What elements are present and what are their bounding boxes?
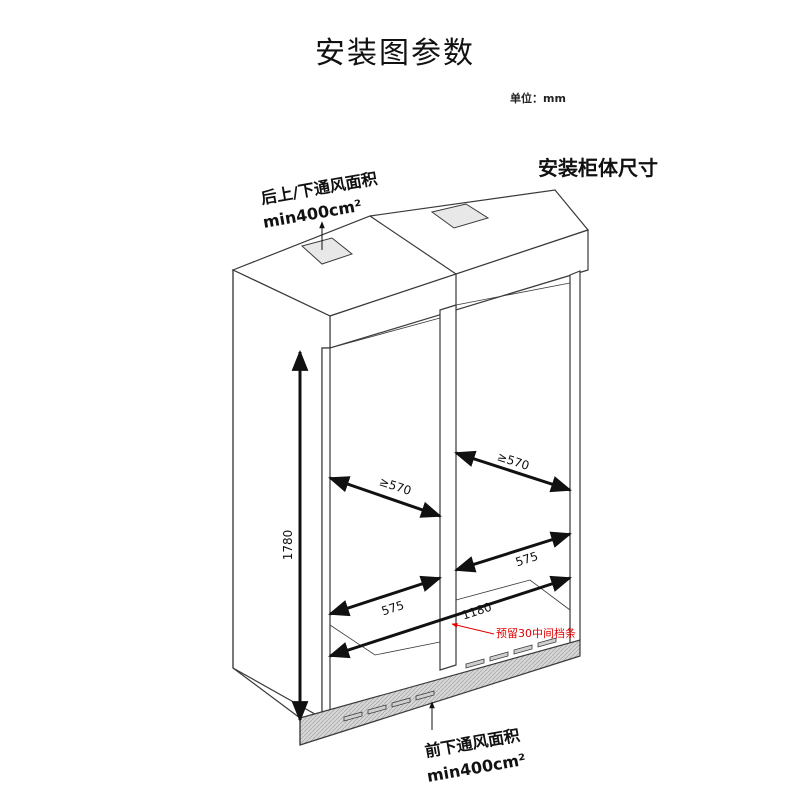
height-label: 1780 [281, 530, 295, 561]
diagram-subtitle: 安装柜体尺寸 [538, 156, 658, 180]
page-title: 安装图参数 [315, 36, 475, 71]
cabinet-body [231, 189, 590, 746]
depth-left-label: ≥570 [377, 474, 413, 498]
vent-slot [343, 711, 363, 722]
front-right-post [569, 270, 581, 648]
width-total-label: 1180 [460, 600, 493, 623]
top-vent-right [430, 203, 490, 229]
width-right-label: 575 [514, 549, 540, 569]
top-split-line [369, 215, 457, 275]
middle-strip-note: 预留30中间档条 [496, 626, 576, 640]
vent-slot [367, 704, 387, 715]
vent-slot [465, 658, 485, 669]
depth-left-arrow [328, 476, 442, 518]
depth-right-arrow [454, 450, 572, 493]
vent-slot [513, 644, 533, 655]
width-right-arrow [453, 531, 573, 573]
width-total-arrow [328, 575, 572, 659]
vent-slot [489, 651, 509, 662]
depth-right-label: ≥570 [495, 449, 531, 473]
width-left-label: 575 [380, 598, 406, 618]
middle-strip-pointer [451, 622, 495, 635]
vent-slot [391, 697, 411, 708]
vent-flow-arrows [319, 221, 435, 730]
vent-slot [415, 690, 435, 701]
dimension-lines [291, 349, 573, 723]
front-left-post [321, 347, 331, 721]
left-side-panel [232, 269, 331, 720]
unit-label: 单位：mm [510, 92, 566, 105]
